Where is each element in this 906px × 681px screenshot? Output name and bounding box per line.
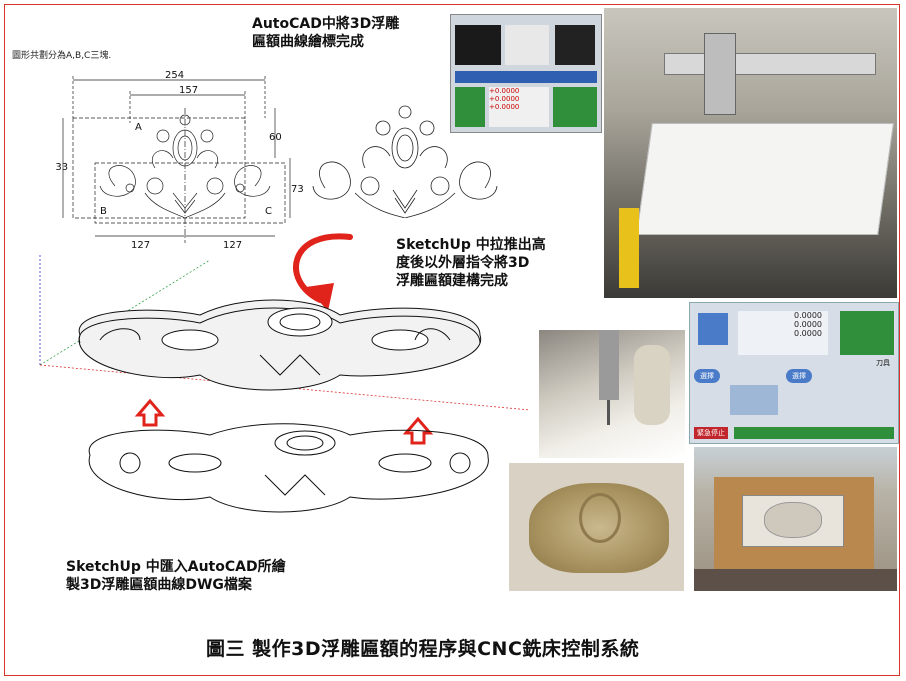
curved-arrow-head (306, 283, 334, 311)
spindle-head (704, 33, 736, 115)
carved-relief-photo (509, 463, 684, 591)
flat-outline-model (88, 423, 489, 513)
sketchup-workspace (39, 233, 530, 513)
coordinate-readout (505, 25, 549, 65)
axis-readout: 0.0000 0.0000 0.0000 (738, 311, 828, 355)
select-button-left[interactable]: 選擇 (694, 369, 720, 383)
figure-caption: 圖三 製作3D浮雕匾額的程序與CNC銑床控制系統 (206, 638, 640, 660)
dim-height: 133 (55, 162, 68, 173)
caption-push-line2: 度後以外層指令將3D (396, 255, 530, 271)
panel2-x: 0.0000 (794, 311, 822, 320)
region-b-label: B (100, 206, 107, 217)
emergency-stop-button[interactable]: 緊急停止 (694, 427, 728, 439)
building-facade-photo (694, 447, 897, 591)
panel1-x: +0.0000 (489, 87, 520, 95)
dim-side-60: 60 (269, 132, 282, 143)
foam-block (636, 123, 894, 235)
dim-inner-width: 157 (179, 85, 198, 96)
dim-total-width: 254 (165, 70, 184, 81)
caption-autocad: AutoCAD中將3D浮雕 匾額曲線繪標完成 (252, 15, 452, 51)
curved-arrow (293, 233, 353, 303)
caption-push-line3: 浮雕匾額建構完成 (396, 273, 508, 289)
caption-import-line2: 製3D浮雕匾額曲線DWG檔案 (66, 577, 252, 593)
caption-autocad-line2: 匾額曲線繪標完成 (252, 34, 364, 50)
dust-hose (634, 345, 670, 425)
up-arrow-left (134, 398, 166, 427)
panel1-y: +0.0000 (489, 95, 520, 103)
table-diagram (730, 385, 778, 415)
caption-autocad-line1: AutoCAD中將3D浮雕 (252, 16, 400, 32)
caption-import-line1: SketchUp 中匯入AutoCAD所繪 (66, 559, 286, 575)
extruded-model (78, 299, 482, 391)
drawing-note: 圖形共劃分為A,B,C三塊. (12, 51, 112, 61)
select-button-right[interactable]: 選擇 (786, 369, 812, 383)
panel2-z: 0.0000 (794, 329, 822, 338)
region-a-label: A (135, 122, 142, 133)
spindle (599, 330, 619, 400)
panel-values: +0.0000 +0.0000 +0.0000 (489, 87, 549, 127)
panel-green-block (840, 311, 894, 355)
caption-sketchup-push: SketchUp 中拉推出高 度後以外層指令將3D 浮雕匾額建構完成 (396, 236, 596, 290)
figure-frame (4, 4, 900, 676)
panel-block-green (455, 87, 485, 127)
toolbar-strip (455, 71, 597, 83)
dim-half-right: 127 (223, 240, 242, 251)
milling-bit (607, 400, 610, 425)
status-strip (734, 427, 894, 439)
cnc-machine-photo (604, 8, 897, 298)
gantry-beam (664, 53, 876, 75)
tool-icon-block (698, 313, 728, 345)
panel2-y: 0.0000 (794, 320, 822, 329)
caption-sketchup-import: SketchUp 中匯入AutoCAD所繪 製3D浮雕匾額曲線DWG檔案 (66, 558, 346, 594)
ornament-outline (312, 105, 498, 218)
panel2-tool-label: 刀具 (876, 359, 890, 367)
facade-base (694, 569, 897, 591)
cad-dimension-drawing: 254 157 133 60 73 127 127 A B C (55, 70, 304, 251)
screen-preview-2 (555, 25, 595, 65)
cnc-control-screenshot-2: 0.0000 0.0000 0.0000 刀具 選擇 選擇 緊急停止 (689, 302, 899, 444)
dim-side-73: 73 (291, 184, 304, 195)
milling-closeup-photo (539, 330, 685, 458)
panel1-z: +0.0000 (489, 103, 520, 111)
relief-center (579, 493, 621, 543)
region-c-label: C (265, 206, 272, 217)
dim-half-left: 127 (131, 240, 150, 251)
panel-block-green-2 (553, 87, 597, 127)
plaque-relief (764, 502, 822, 538)
cnc-control-screenshot-1: +0.0000 +0.0000 +0.0000 (450, 14, 602, 133)
yellow-part (619, 208, 639, 288)
screen-preview (455, 25, 501, 65)
caption-push-line1: SketchUp 中拉推出高 (396, 237, 546, 253)
